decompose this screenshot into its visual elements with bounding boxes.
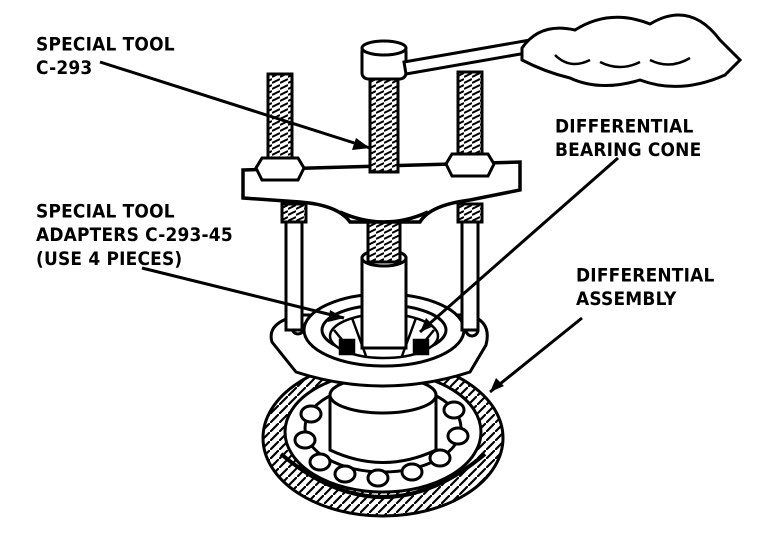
- label-assembly: DIFFERENTIAL ASSEMBLY: [576, 264, 715, 312]
- label-special-tool: SPECIAL TOOL C-293: [36, 33, 175, 81]
- label-special-tool-line1: SPECIAL TOOL: [36, 34, 175, 56]
- leader-lines: [99, 60, 619, 394]
- label-bearing-cone-line2: BEARING CONE: [555, 139, 702, 162]
- puller-rods: [280, 202, 484, 332]
- label-adapters-line1: SPECIAL TOOL: [36, 201, 175, 223]
- label-special-tool-line2: C-293: [36, 57, 93, 80]
- leader-special-tool: [99, 60, 371, 150]
- crossbar-nuts: [254, 152, 496, 182]
- label-bearing-cone: DIFFERENTIAL BEARING CONE: [555, 115, 701, 163]
- wrench: [360, 38, 534, 81]
- leader-adapters: [141, 266, 345, 320]
- ring-gear-bolts: [293, 400, 470, 488]
- crossbar: [241, 160, 522, 224]
- label-assembly-line1: DIFFERENTIAL: [576, 265, 715, 287]
- differential-case: [328, 375, 438, 464]
- leader-arrowheads: [328, 138, 504, 392]
- label-adapters-line3: (USE 4 PIECES): [36, 248, 183, 271]
- label-adapters-line2: ADAPTERS C-293-45: [36, 224, 233, 247]
- press-sleeve: [360, 210, 408, 350]
- label-assembly-line2: ASSEMBLY: [576, 288, 677, 311]
- hand: [520, 13, 743, 88]
- label-bearing-cone-line1: DIFFERENTIAL: [555, 116, 694, 138]
- leader-assembly: [489, 316, 583, 394]
- leader-bearing-cone: [419, 156, 619, 334]
- label-adapters: SPECIAL TOOL ADAPTERS C-293-45 (USE 4 PI…: [36, 200, 233, 271]
